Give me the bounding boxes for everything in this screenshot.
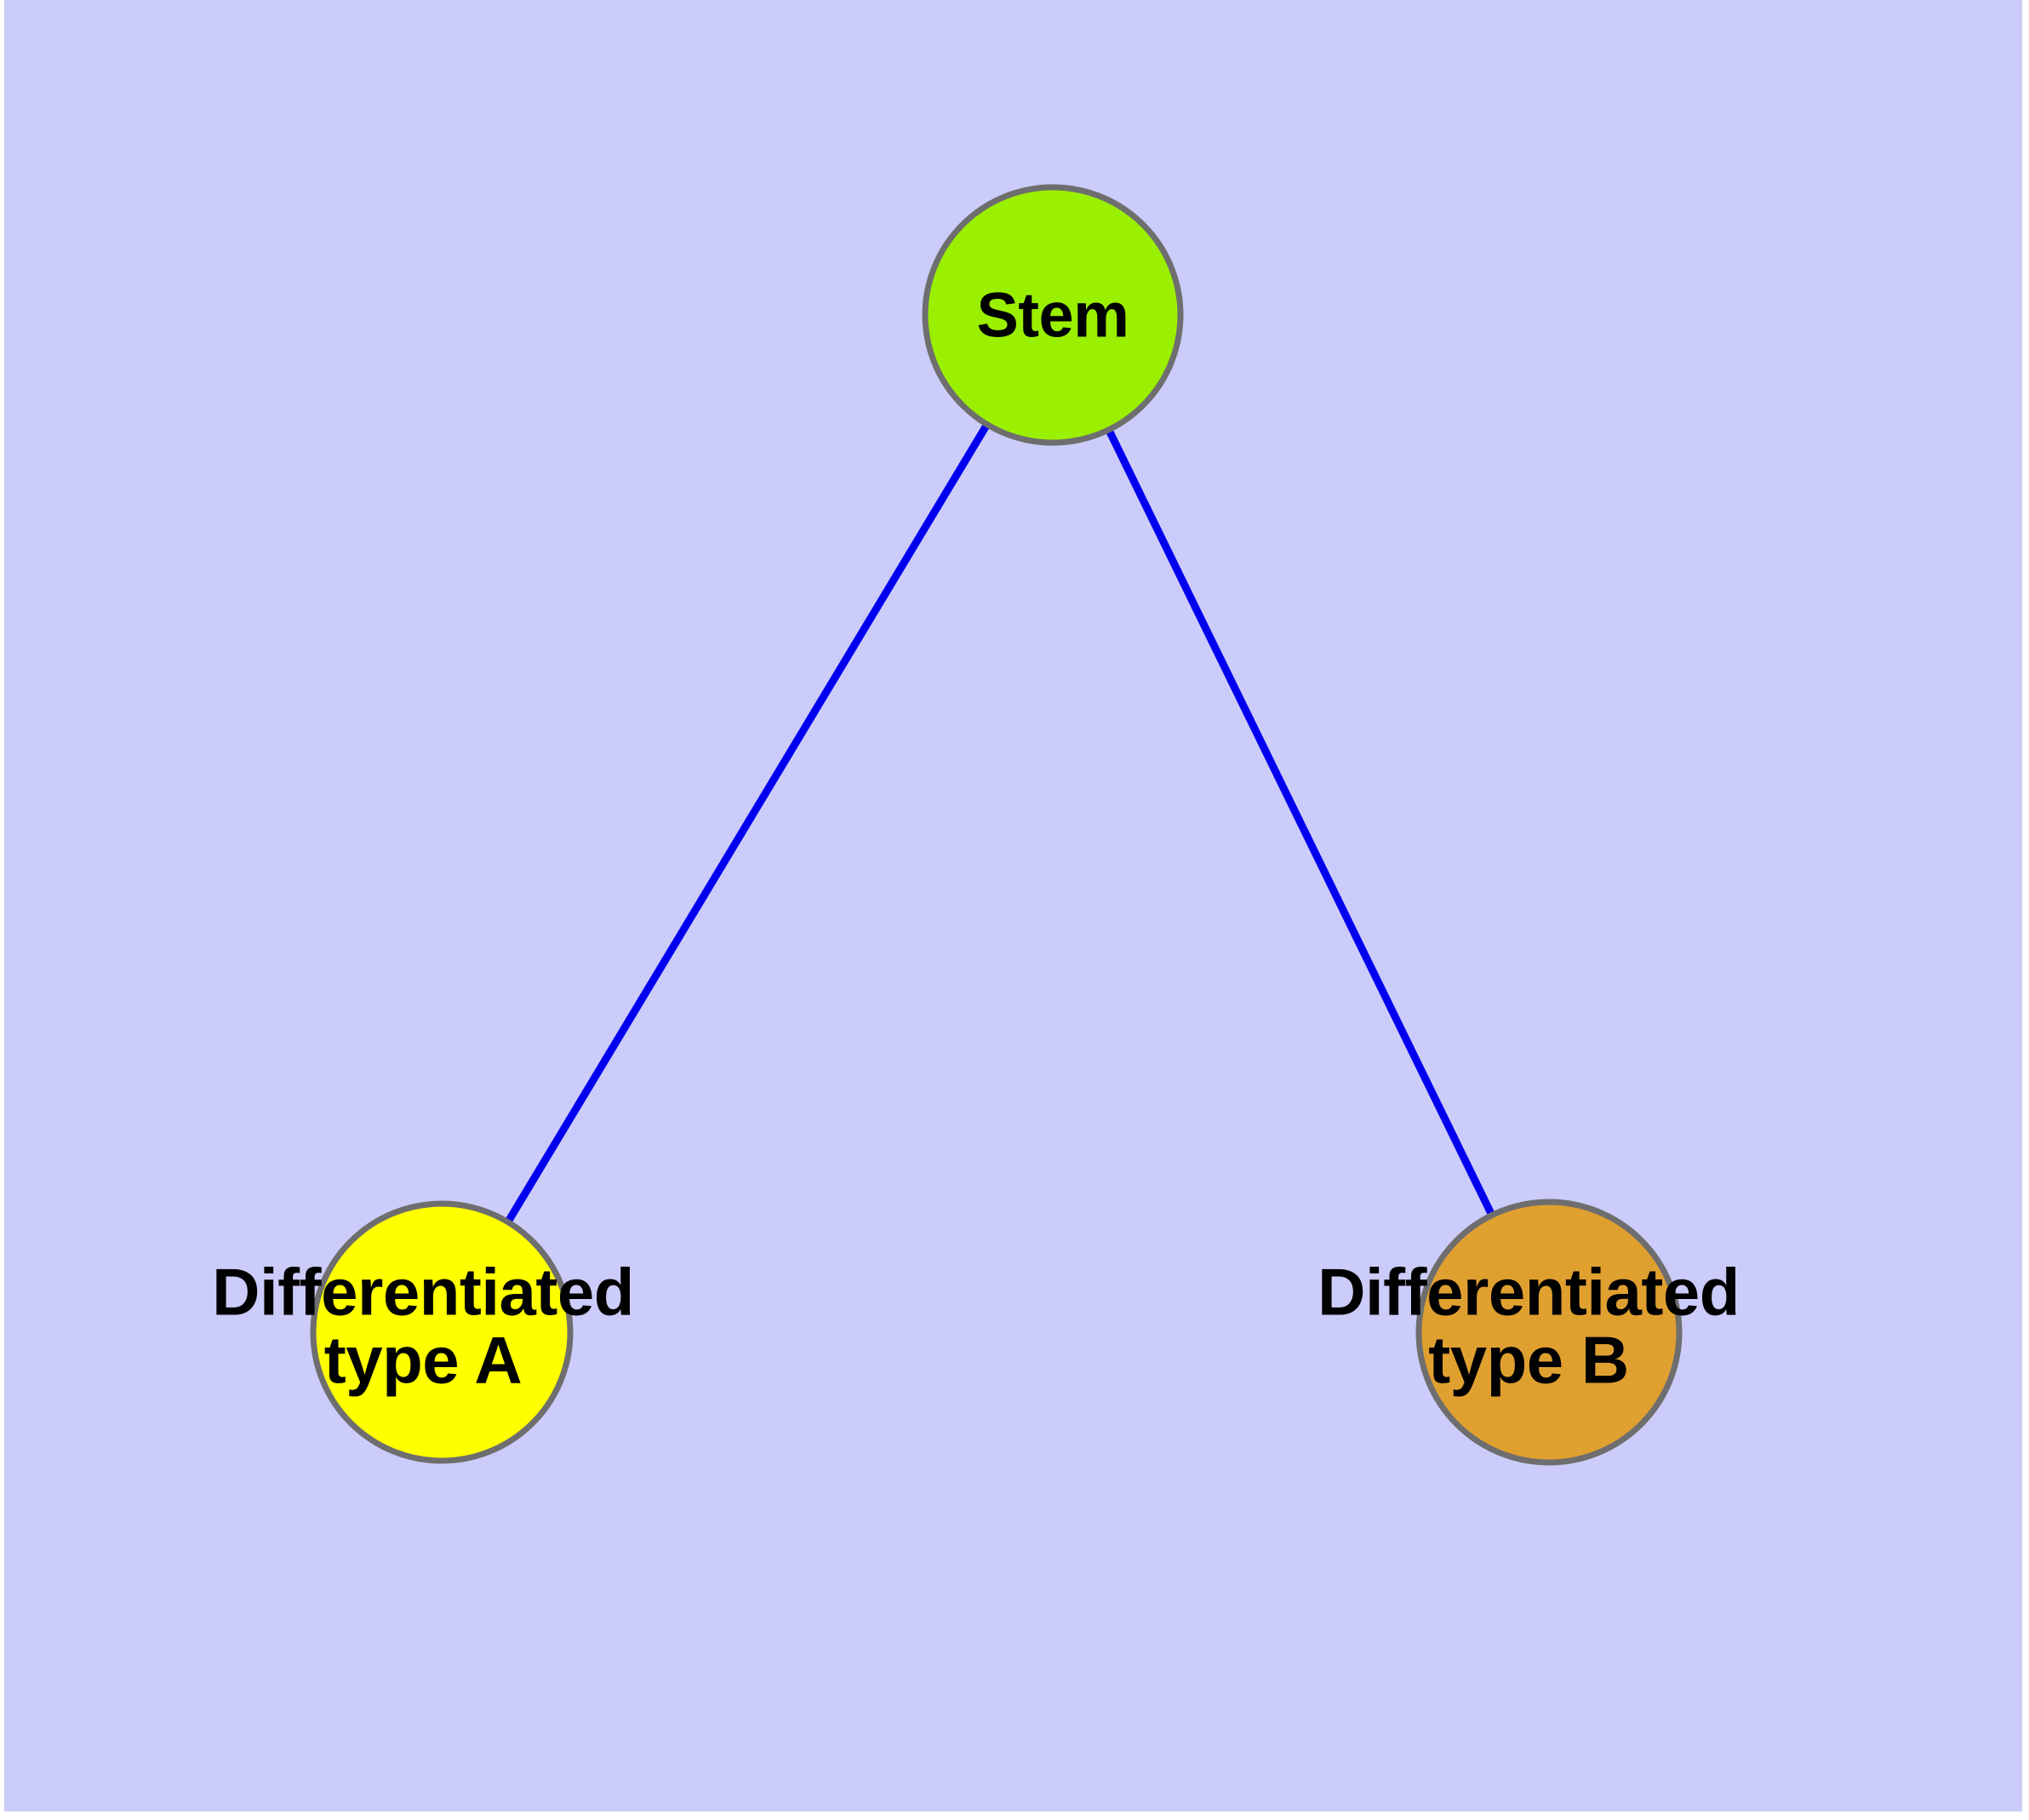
node-layer [310, 184, 1683, 1466]
edge-layer [438, 312, 1553, 1335]
node-differentiated-type-a[interactable] [310, 1200, 574, 1464]
edge-stem-to-differentiated-type-b[interactable] [1049, 313, 1553, 1334]
edge-stem-to-differentiated-type-a[interactable] [438, 312, 1056, 1335]
node-stem[interactable] [922, 184, 1184, 446]
node-differentiated-type-b[interactable] [1415, 1199, 1683, 1466]
